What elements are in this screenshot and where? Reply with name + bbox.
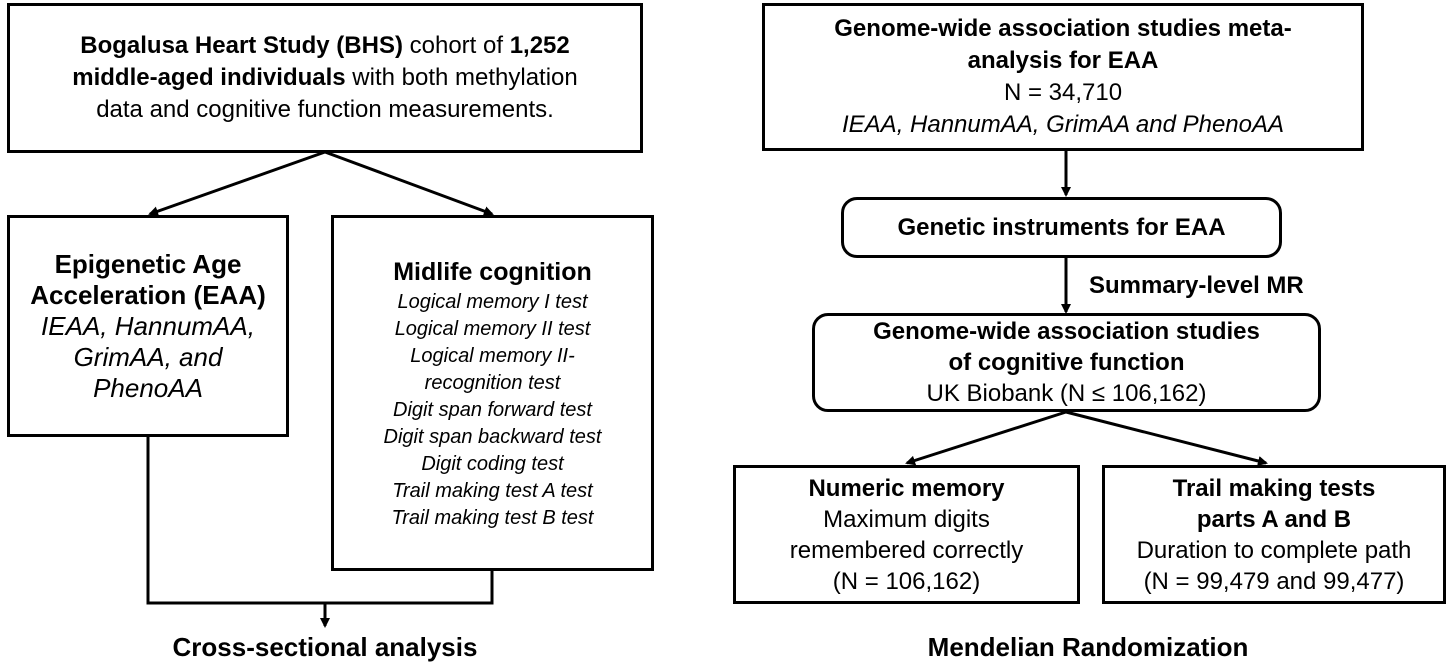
eaa-title-2: Acceleration (EAA) bbox=[30, 279, 266, 310]
gwas-eaa-title-1: Genome-wide association studies meta- bbox=[834, 15, 1292, 42]
eaa-title-1: Epigenetic Age bbox=[54, 248, 242, 279]
eaa-measure-2: GrimAA, and bbox=[73, 341, 223, 372]
gwas-eaa-measures: IEAA, HannumAA, GrimAA and PhenoAA bbox=[842, 111, 1284, 138]
cognition-test: Digit span forward test bbox=[393, 398, 592, 421]
arrow-bhs-to-eaa bbox=[148, 150, 326, 217]
numeric-memory-title: Numeric memory bbox=[808, 474, 1005, 502]
genetic-instruments-box: Genetic instruments for EAA bbox=[841, 197, 1282, 258]
trail-making-n: (N = 99,479 and 99,477) bbox=[1143, 567, 1405, 595]
gwas-cog-title-2: of cognitive function bbox=[948, 349, 1185, 376]
summary-level-mr-label: Summary-level MR bbox=[1089, 272, 1304, 299]
cognition-test: Digit span backward test bbox=[383, 425, 602, 448]
bhs-line-1: Bogalusa Heart Study (BHS) cohort of 1,2… bbox=[80, 32, 570, 59]
cross-sectional-caption: Cross-sectional analysis bbox=[172, 632, 478, 662]
arrow-bhs-to-cognition bbox=[324, 150, 494, 216]
arrow-gwas-cog-to-trail bbox=[1065, 410, 1268, 466]
bhs-cohort-box: Bogalusa Heart Study (BHS) cohort of 1,2… bbox=[7, 3, 643, 153]
cognition-test: recognition test bbox=[424, 371, 561, 394]
eaa-measure-1: IEAA, HannumAA, bbox=[41, 310, 255, 341]
trail-making-title-2: parts A and B bbox=[1196, 505, 1352, 533]
eaa-measure-3: PhenoAA bbox=[93, 372, 203, 403]
gwas-eaa-n: N = 34,710 bbox=[1003, 79, 1123, 106]
gwas-cognitive-box: Genome-wide association studies of cogni… bbox=[812, 313, 1321, 412]
numeric-memory-desc-2: remembered correctly bbox=[789, 536, 1024, 564]
bhs-line-2: middle-aged individuals with both methyl… bbox=[72, 64, 578, 91]
cognition-test: Digit coding test bbox=[421, 452, 564, 475]
numeric-memory-n: (N = 106,162) bbox=[832, 567, 981, 595]
trail-making-desc: Duration to complete path bbox=[1136, 536, 1412, 564]
gwas-cog-source: UK Biobank (N ≤ 106,162) bbox=[926, 380, 1207, 407]
eaa-box: Epigenetic Age Acceleration (EAA) IEAA, … bbox=[7, 215, 289, 437]
genetic-instruments-label: Genetic instruments for EAA bbox=[897, 213, 1226, 241]
trail-making-box: Trail making tests parts A and B Duratio… bbox=[1102, 465, 1446, 604]
numeric-memory-desc-1: Maximum digits bbox=[823, 505, 990, 533]
arrow-gwas-cog-to-numeric bbox=[905, 410, 1067, 466]
trail-making-title-1: Trail making tests bbox=[1172, 474, 1376, 502]
cognition-test: Trail making test A test bbox=[392, 479, 593, 502]
gwas-eaa-box: Genome-wide association studies meta- an… bbox=[762, 3, 1364, 151]
mendelian-randomization-caption: Mendelian Randomization bbox=[927, 632, 1249, 662]
gwas-eaa-title-2: analysis for EAA bbox=[967, 47, 1159, 74]
cognition-test: Logical memory II test bbox=[394, 317, 591, 340]
midlife-cognition-box: Midlife cognition Logical memory I test … bbox=[331, 215, 654, 571]
cognition-title: Midlife cognition bbox=[393, 257, 592, 286]
gwas-cog-title-1: Genome-wide association studies bbox=[873, 318, 1260, 345]
numeric-memory-box: Numeric memory Maximum digits remembered… bbox=[733, 465, 1080, 604]
cognition-test: Logical memory II- bbox=[410, 344, 575, 367]
cognition-test: Logical memory I test bbox=[397, 290, 588, 313]
merge-line bbox=[146, 437, 494, 605]
cognition-test: Trail making test B test bbox=[391, 506, 594, 529]
bhs-line-3: data and cognitive function measurements… bbox=[96, 96, 554, 123]
